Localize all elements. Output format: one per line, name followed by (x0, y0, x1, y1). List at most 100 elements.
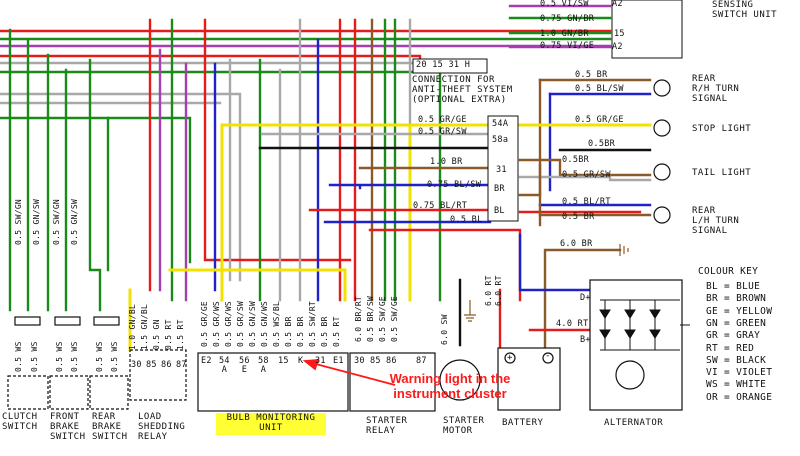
relay-pin-54a: 54A (492, 119, 509, 129)
clutch-switch-body (14, 316, 41, 326)
anti-theft-pins: 20 15 31 H (416, 60, 471, 70)
vertical-wire-label: 0.5 GN/SW (32, 198, 41, 245)
pin-label: 54 A (219, 356, 230, 375)
rear-brake-switch-body (93, 316, 120, 326)
pin-label: 30 (131, 360, 142, 370)
colour-key-entry: BL = BLUE (706, 281, 761, 292)
alternator-label: ALTERNATOR (604, 418, 664, 428)
lamp-label-tail: TAIL LIGHT (692, 168, 752, 178)
vertical-wire-label: 6.0 SW (440, 314, 449, 345)
vertical-wire-label: 1.5 RT (176, 319, 185, 350)
vertical-wire-label: 0.5 GR/WS (224, 300, 233, 347)
rear-brake-box (89, 375, 129, 410)
vertical-wire-label: 0.5 RT (332, 316, 341, 347)
warning-light-annotation: Warning light in the instrument cluster (389, 371, 511, 401)
wire-gray-3 (0, 92, 242, 282)
colour-key-entry: RT = RED (706, 342, 755, 354)
wire-label-bl-rt: 0.75 BL/RT (413, 201, 468, 211)
relay-pin-bl: BL (494, 206, 505, 216)
vertical-wire-label: 0.5 WS (70, 341, 79, 372)
vertical-wire-label: 0.5 GN/WS (260, 300, 269, 347)
wire-label-bl-sw: 0.75 BL/SW (427, 180, 482, 190)
anti-theft-label: CONNECTION FOR ANTI-THEFT SYSTEM (OPTION… (412, 75, 513, 105)
pin-label: 86 (386, 356, 397, 366)
wire-label-r7: 0.5 BL/RT (562, 197, 611, 207)
vertical-wire-label: 1.0 GN/BL (128, 303, 137, 350)
starter-motor-circle (439, 359, 481, 401)
wire-label-6-br: 6.0 BR (560, 239, 593, 249)
wire-label-1-br: 1.0 BR (430, 157, 463, 167)
starter-motor-label: STARTER MOTOR (443, 416, 485, 436)
vertical-wire-label: 0.5 BR/SW (366, 295, 375, 342)
vertical-wire-label: 0.5 WS (14, 341, 23, 372)
load-shedding-relay-label: LOAD SHEDDING RELAY (138, 412, 186, 442)
wire-label-gr-sw: 0.5 GR/SW (418, 127, 467, 137)
colour-key-entry: GE = YELLOW (706, 305, 773, 317)
wire-label-r2: 0.5 BL/SW (575, 84, 624, 94)
vertical-wire-label: 0.5 GN/SW (70, 198, 79, 245)
vertical-wire-label: 0.5 WS (30, 341, 39, 372)
vertical-wire-label: 0.5 GN (152, 319, 161, 350)
lamp-label-stop: STOP LIGHT (692, 124, 752, 134)
pin-label: 87 (176, 360, 187, 370)
bmu-box (197, 352, 349, 412)
starter-relay-box (349, 352, 436, 412)
wire-label-gn-br-1: 0.75 GN/BR (540, 14, 595, 24)
pin-label: K (298, 356, 304, 366)
colour-key-title: COLOUR KEY (698, 266, 759, 277)
wire-label-bl: 0.5 BL (450, 215, 483, 225)
vertical-wire-label: 0.5 GN/SW (248, 300, 257, 347)
wire-label-r8: 0.5 BR (562, 212, 595, 222)
wire-label-vi-sw: 0.5 VI/SW (540, 0, 589, 9)
vertical-wire-label: 0.5 SW/GE (390, 295, 399, 342)
vertical-wire-label: 0.5 BR (320, 316, 329, 347)
vertical-wire-label: 0.5 BR (284, 316, 293, 347)
pin-label: 30 (354, 356, 365, 366)
vertical-wire-label: 0.5 SW/GE (378, 295, 387, 342)
lamp-stop (653, 119, 671, 137)
front-brake-box (49, 375, 89, 410)
pin-label: 87 (416, 356, 427, 366)
front-brake-switch-body (54, 316, 81, 326)
battery-label: BATTERY (502, 418, 544, 428)
vertical-wire-label: 0.5 SW/GN (14, 198, 23, 245)
pin-label: 58 A (258, 356, 269, 375)
vertical-wire-label: 6.0 RT (494, 275, 503, 306)
alt-term-b: B+ (580, 335, 591, 345)
clutch-switch-box (7, 375, 49, 410)
vertical-wire-label: 0.5 WS/BL (272, 300, 281, 347)
lamp-label-rear-lh: REAR L/H TURN SIGNAL (692, 206, 740, 236)
load-shed-box (129, 349, 187, 401)
lamp-rear-lh (653, 206, 671, 224)
clutch-switch-label: CLUTCH SWITCH (2, 412, 38, 432)
rear-brake-switch-label: REAR BRAKE SWITCH (92, 412, 128, 442)
sensing-switch-label: SENSING SWITCH UNIT (712, 0, 778, 20)
battery-pos: + (507, 353, 513, 363)
lamp-label-rear-rh: REAR R/H TURN SIGNAL (692, 74, 740, 104)
annotation-arrow (311, 362, 396, 386)
wire-green-3 (0, 116, 192, 264)
lamp-tail (653, 163, 671, 181)
battery-neg: - (545, 351, 551, 361)
vertical-wire-label: 6.0 BR/RT (354, 295, 363, 342)
wire-label-vi-ge: 0.75 VI/GE (540, 41, 595, 51)
vertical-wire-label: 1.5 GN/BL (140, 303, 149, 350)
vertical-wire-label: 0.5 SW/RT (308, 300, 317, 347)
vertical-wire-label: 0.5 WS (55, 341, 64, 372)
colour-key-entry: SW = BLACK (706, 354, 767, 366)
sensing-pin-a2-top: A2 (612, 0, 623, 9)
vertical-wire-label: 0.5 WS (110, 341, 119, 372)
pin-label: 15 (278, 356, 289, 366)
starter-relay-label: STARTER RELAY (366, 416, 408, 436)
pin-label: 56 E (239, 356, 250, 375)
wire-label-4-rt: 4.0 RT (556, 319, 589, 329)
vertical-wire-label: 0.5 SW/GN (52, 198, 61, 245)
sensing-pin-a2-bot: A2 (612, 42, 623, 52)
wire-label-r3: 0.5 GR/GE (575, 115, 624, 125)
alt-term-d: D+ (580, 293, 591, 303)
vertical-wire-label: 0.5 GR/WS (212, 300, 221, 347)
relay-pin-31: 31 (496, 165, 507, 175)
vertical-wire-label: 0.5 GR/GE (200, 300, 209, 347)
colour-key-entry: BR = BROWN (706, 293, 767, 305)
colour-key-entry: GN = GREEN (706, 317, 767, 329)
